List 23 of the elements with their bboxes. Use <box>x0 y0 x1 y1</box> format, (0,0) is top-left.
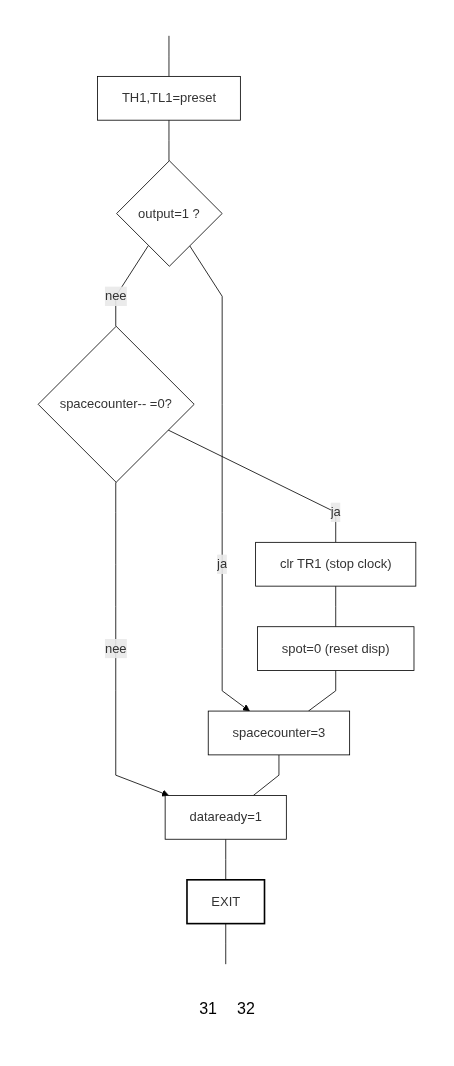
connector <box>167 429 337 543</box>
connector <box>308 670 337 712</box>
node-diamond: output=1 ? <box>116 160 223 267</box>
edge-label: ja <box>217 556 228 571</box>
connector <box>335 585 337 628</box>
node-box: EXIT <box>186 879 266 925</box>
connector <box>225 838 227 881</box>
connector <box>252 754 280 796</box>
connector <box>168 35 170 77</box>
node-box: dataready=1 <box>164 795 287 840</box>
connector <box>168 119 170 162</box>
edge-label: ja <box>330 505 341 519</box>
edge-label: nee <box>104 641 127 656</box>
node-box: clr TR1 (stop clock) <box>255 541 417 587</box>
junction-number: 32 <box>237 1000 255 1018</box>
node-box: spot=0 (reset disp) <box>257 626 415 671</box>
junction-number: 31 <box>199 1000 217 1018</box>
edge-label: nee <box>104 288 127 303</box>
node-box: TH1,TL1=preset <box>97 76 241 121</box>
node-box: spacecounter=3 <box>207 710 351 756</box>
connector <box>225 923 227 965</box>
connector <box>115 245 149 327</box>
node-diamond: spacecounter-- =0? <box>37 325 195 483</box>
